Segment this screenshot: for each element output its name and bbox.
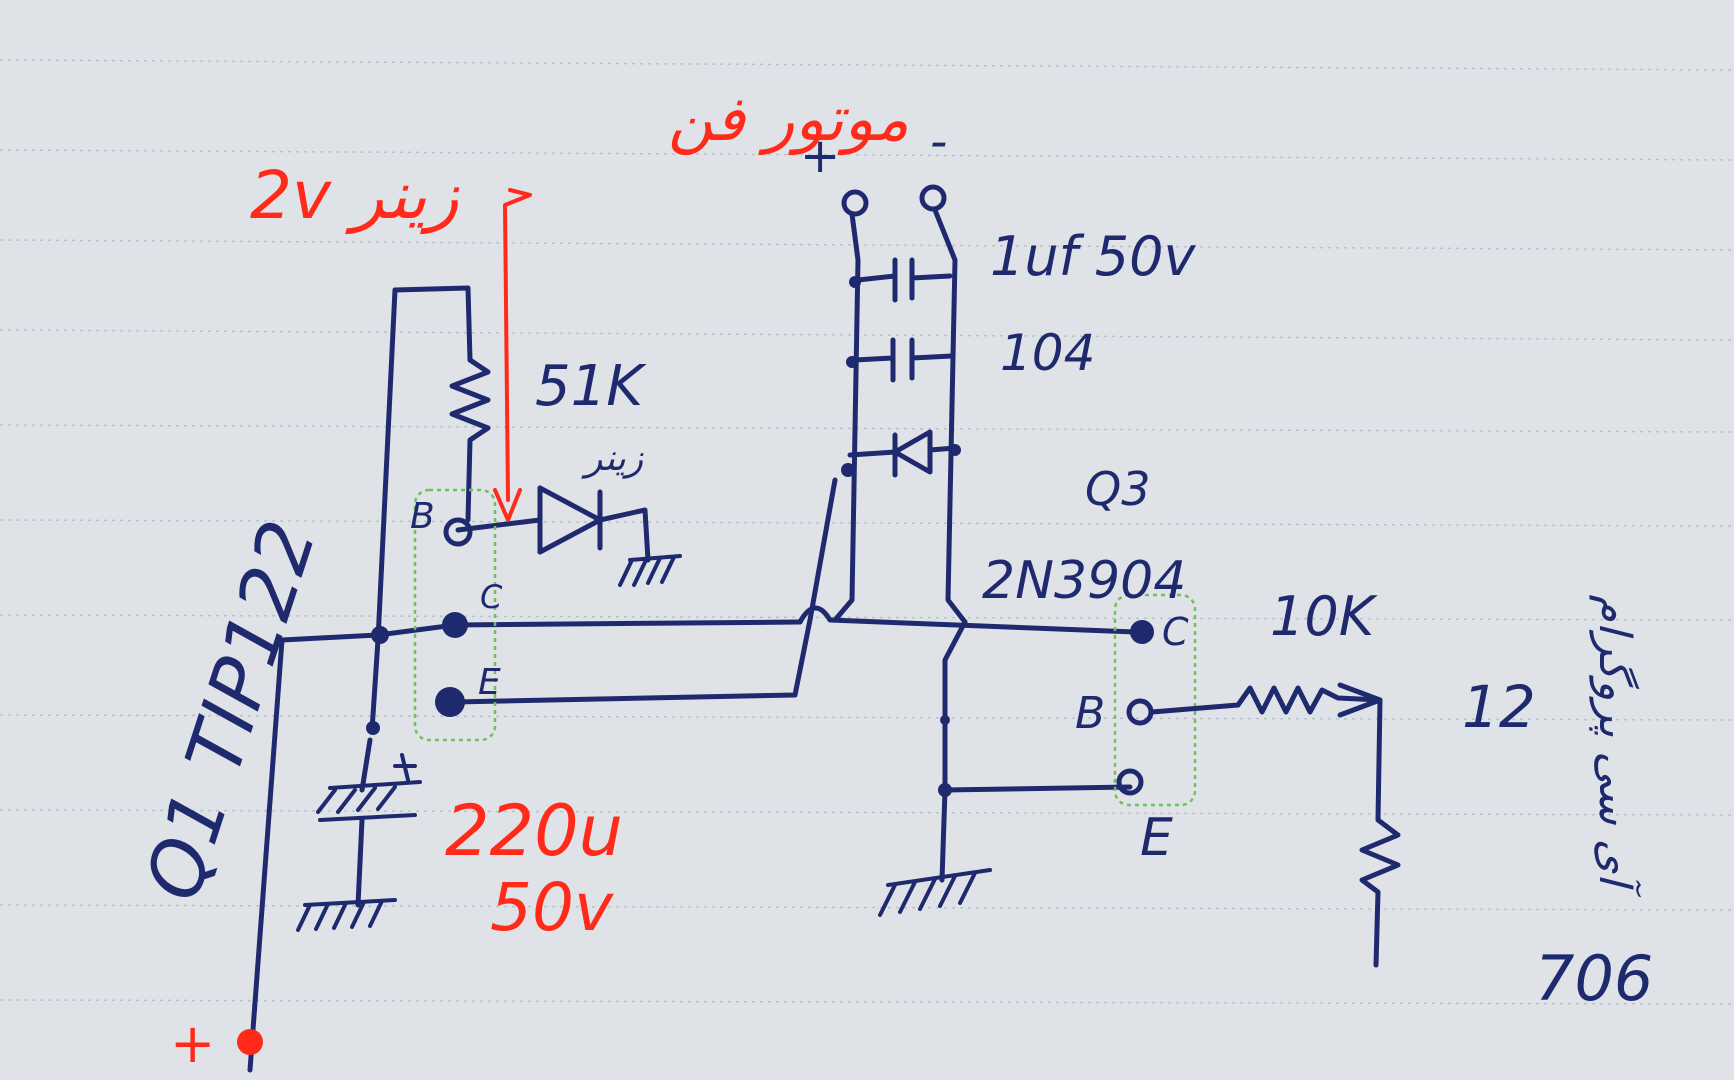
- supply-marker: [237, 1029, 263, 1055]
- q3-pin-b-label: B: [1075, 688, 1105, 739]
- motor-plus-terminal: [841, 189, 869, 217]
- notebook-ruling: [0, 59, 1734, 1005]
- q3-outline: [1113, 593, 1197, 807]
- q1-pin-b-label: B: [410, 496, 435, 537]
- q1-pin-e-label: E: [478, 662, 501, 703]
- motor-plus-label: +: [800, 128, 840, 184]
- cap-50v-label: 50v: [490, 869, 614, 946]
- supply-plus-label: +: [170, 1012, 215, 1075]
- q3-part-label: 2N3904: [982, 551, 1186, 611]
- zener-2v-arrow: [493, 188, 532, 522]
- q1-pin-c-label: C: [480, 578, 503, 616]
- motor-minus-label: -: [930, 114, 947, 170]
- cap-1uf-label: 1uf 50v: [990, 225, 1196, 288]
- q1-part-label: Q1 TIP122: [127, 510, 333, 910]
- q3-pin-e-label: E: [1140, 808, 1173, 868]
- motor-minus-terminal: [919, 184, 947, 212]
- motor-section: [797, 184, 1138, 917]
- cap-104-label: 104: [1000, 324, 1095, 382]
- zener-label: زینر: [581, 438, 644, 479]
- ic-name-label: آی سی پروگرام: [1589, 595, 1642, 898]
- resistor-51k-label: 51K: [535, 354, 647, 419]
- q1-outline: [413, 488, 497, 742]
- ic-number-label: 706: [1535, 942, 1653, 1015]
- q3-id-label: Q3: [1085, 462, 1150, 516]
- motor-fan-label: موتور فن: [668, 82, 909, 156]
- q3-pin-c-label: C: [1162, 610, 1189, 654]
- q1-wiring: [247, 285, 838, 1073]
- zener-2v-label: 2v زینر: [250, 157, 460, 235]
- ic-pin-label: 12: [1462, 673, 1536, 741]
- q3-section: [1113, 593, 1401, 968]
- cap-220u-label: 220u: [445, 790, 623, 872]
- resistor-10k-label: 10K: [1270, 585, 1378, 648]
